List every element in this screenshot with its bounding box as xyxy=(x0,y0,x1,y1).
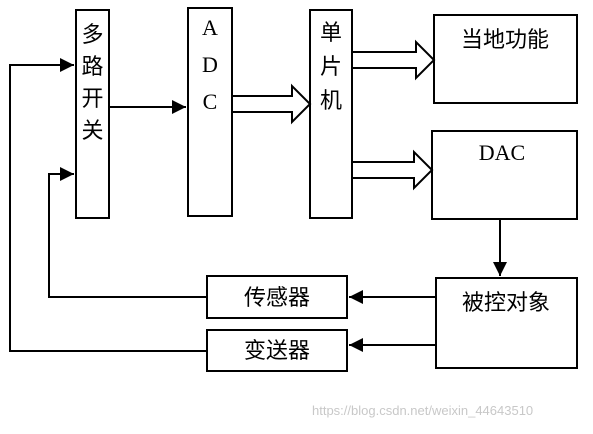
adc-char-a: A xyxy=(202,15,218,40)
dac-block: DAC xyxy=(431,130,578,220)
hollow-arrow-adc-to-mcu xyxy=(231,83,312,125)
mux-char-1: 多 xyxy=(81,23,103,48)
hollow-arrow-mcu-to-dac xyxy=(351,149,434,191)
watermark-text: https://blog.csdn.net/weixin_44643510 xyxy=(312,403,534,418)
local-function-label: 当地功能 xyxy=(461,28,549,53)
mux-block: 多 路 开 关 xyxy=(75,9,110,219)
feedback-line-sensor-to-mux xyxy=(48,167,207,298)
sensor-block: 传感器 xyxy=(206,275,348,319)
feedback-line-transmitter-to-mux xyxy=(9,58,207,352)
transmitter-block: 变送器 xyxy=(206,329,348,372)
controlled-object-label: 被控对象 xyxy=(462,291,550,316)
dac-label: DAC xyxy=(479,140,525,165)
mux-char-4: 关 xyxy=(81,119,103,144)
mcu-char-1: 单 xyxy=(320,21,342,46)
adc-block: A D C xyxy=(187,7,233,217)
controlled-object-block: 被控对象 xyxy=(435,277,578,369)
adc-char-d: D xyxy=(202,52,218,77)
transmitter-label: 变送器 xyxy=(244,339,310,364)
mux-char-2: 路 xyxy=(81,55,103,80)
hollow-arrow-mcu-to-local-function xyxy=(351,39,436,81)
mcu-char-3: 机 xyxy=(320,89,342,114)
mcu-block: 单 片 机 xyxy=(309,9,353,219)
mcu-char-2: 片 xyxy=(320,55,342,80)
sensor-label: 传感器 xyxy=(244,286,310,311)
mux-char-3: 开 xyxy=(81,87,103,112)
local-function-block: 当地功能 xyxy=(433,14,578,104)
adc-char-c: C xyxy=(203,89,218,114)
